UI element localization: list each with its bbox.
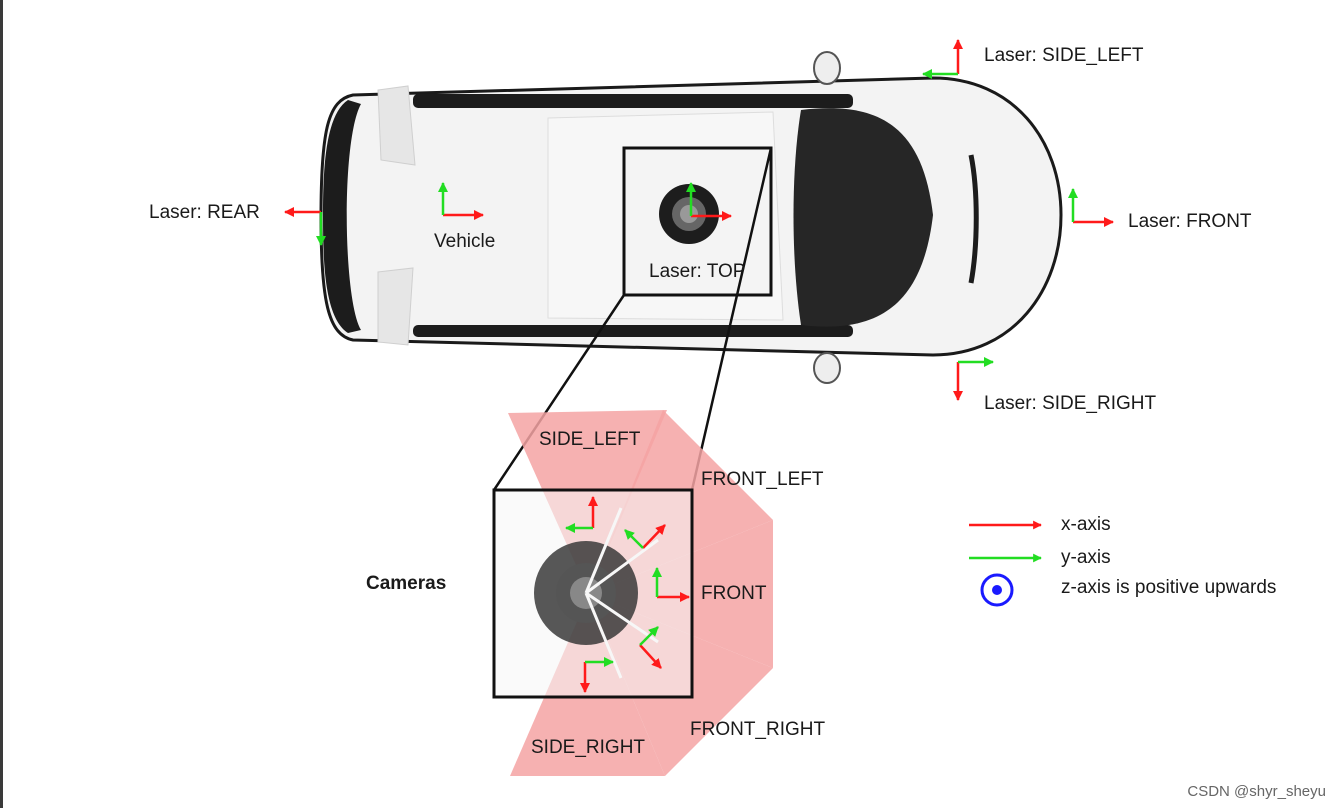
axes-camera-front-right [639, 626, 662, 669]
label-laser-top: Laser: TOP [649, 261, 746, 282]
label-camera-front-right: FRONT_RIGHT [690, 719, 826, 740]
watermark: CSDN @shyr_sheyu [1187, 783, 1326, 800]
axes-camera-front [652, 567, 690, 602]
legend [969, 520, 1042, 607]
axes-camera-front-left [624, 524, 666, 549]
label-cameras: Cameras [366, 573, 447, 594]
diagram-canvas [284, 39, 1114, 776]
label-camera-front-left: FRONT_LEFT [701, 469, 824, 490]
legend-y-label: y-axis [1061, 547, 1111, 568]
zoom-line-right [690, 147, 773, 491]
label-camera-side-right: SIDE_RIGHT [531, 737, 646, 758]
axes-laser-side-left [922, 39, 963, 79]
axes-camera-side-left [565, 496, 598, 533]
axes-camera-side-right [580, 657, 614, 693]
axes-laser-top [686, 182, 732, 221]
label-laser-side-right: Laser: SIDE_RIGHT [984, 393, 1157, 414]
axes-laser-side-right [953, 357, 994, 401]
legend-z-label: z-axis is positive upwards [1061, 577, 1277, 598]
axes-laser-front [1068, 188, 1114, 227]
legend-x-label: x-axis [1061, 514, 1111, 535]
label-laser-side-left: Laser: SIDE_LEFT [984, 45, 1144, 66]
zoom-line-left [492, 294, 626, 491]
label-vehicle: Vehicle [434, 231, 496, 252]
label-camera-front: FRONT [701, 583, 767, 604]
axes-laser-rear [284, 207, 326, 246]
label-camera-side-left: SIDE_LEFT [539, 429, 641, 450]
label-laser-front: Laser: FRONT [1128, 211, 1252, 232]
label-laser-rear: Laser: REAR [149, 202, 260, 223]
axes-vehicle [438, 182, 484, 220]
legend-z-icon [980, 573, 1014, 607]
camera-dividers [584, 507, 659, 679]
